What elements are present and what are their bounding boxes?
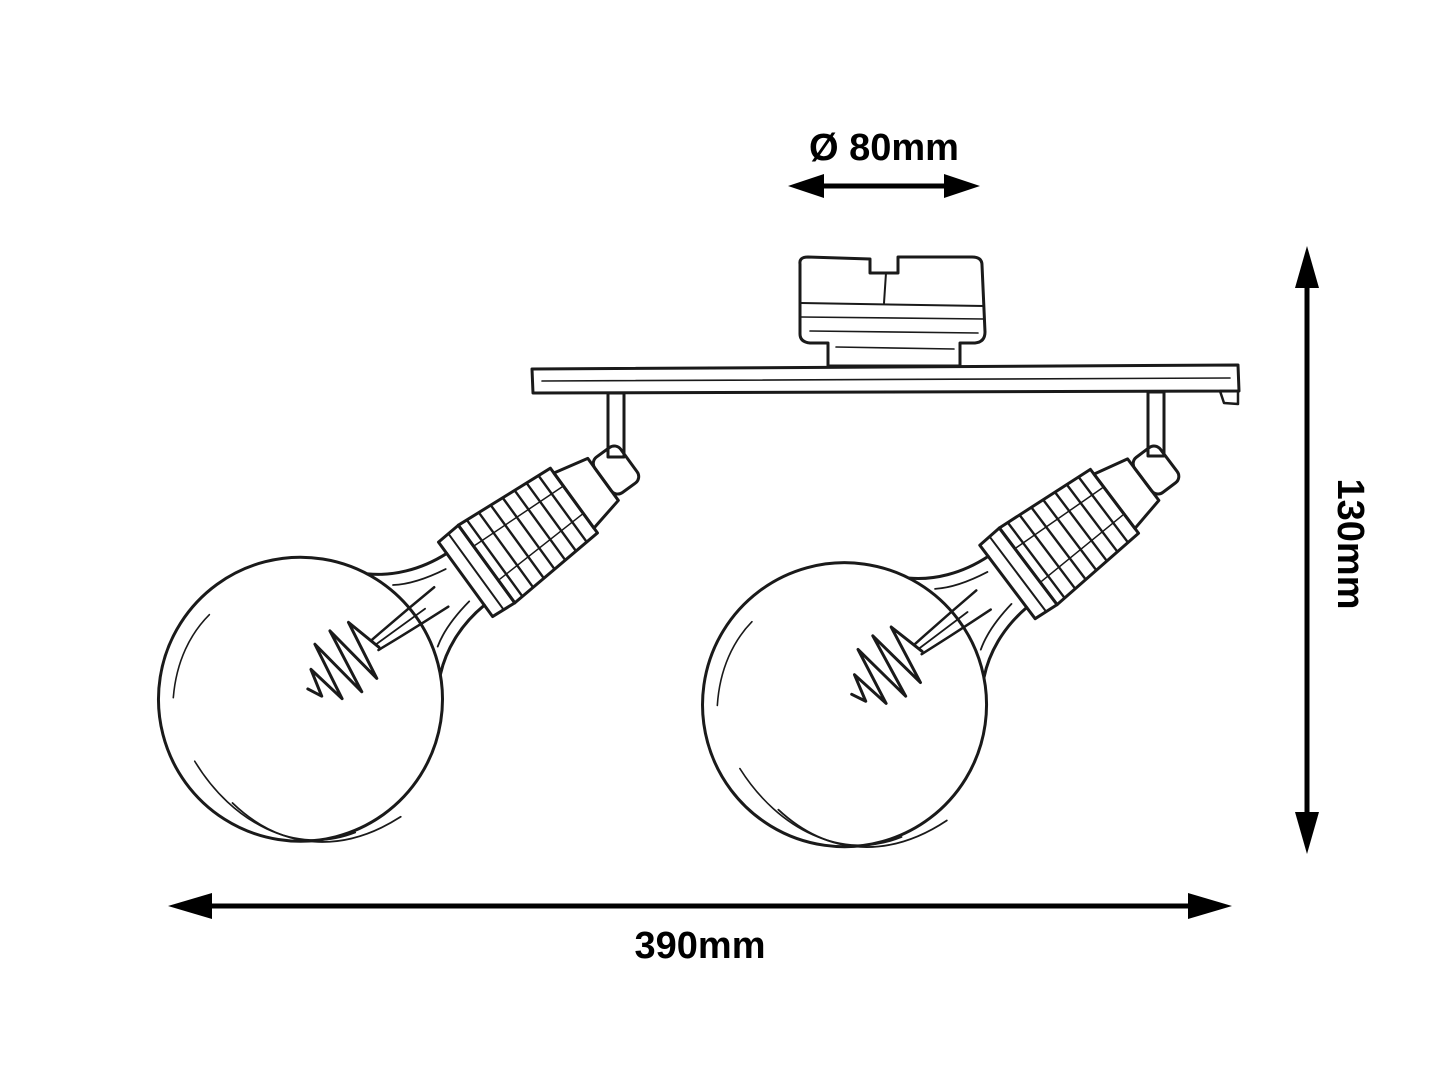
diameter-arrowhead-right [944, 174, 980, 198]
width-arrowhead-left [168, 893, 212, 919]
left-lamp-drawing [100, 344, 721, 909]
right-lamp-drawing [644, 345, 1263, 915]
canopy-band-line-3 [809, 330, 979, 334]
left-stem [606, 391, 626, 459]
height-dimension: 130mm [1295, 246, 1371, 854]
height-label: 130mm [1329, 479, 1371, 610]
diameter-arrowhead-left [788, 174, 824, 198]
right-stem [1146, 390, 1166, 458]
diameter-dimension: Ø 80mm [788, 127, 980, 198]
canopy-neck-line [835, 346, 955, 350]
bar-end-tab [1218, 389, 1240, 406]
bar-inner-line [541, 377, 1231, 382]
height-arrowhead-bottom [1295, 812, 1319, 854]
fixture-drawing [100, 255, 1263, 915]
height-arrowhead-top [1295, 246, 1319, 288]
canopy-seam [883, 272, 887, 304]
canopy-band-line-1 [800, 302, 985, 307]
mounting-bar-drawing [530, 363, 1241, 406]
width-dimension: 390mm [168, 893, 1232, 967]
width-label: 390mm [635, 925, 766, 967]
canopy-outline [798, 255, 987, 368]
diameter-label: Ø 80mm [809, 127, 959, 169]
canopy-band-line-2 [800, 316, 985, 320]
canopy-drawing [798, 255, 987, 368]
width-arrowhead-right [1188, 893, 1232, 919]
